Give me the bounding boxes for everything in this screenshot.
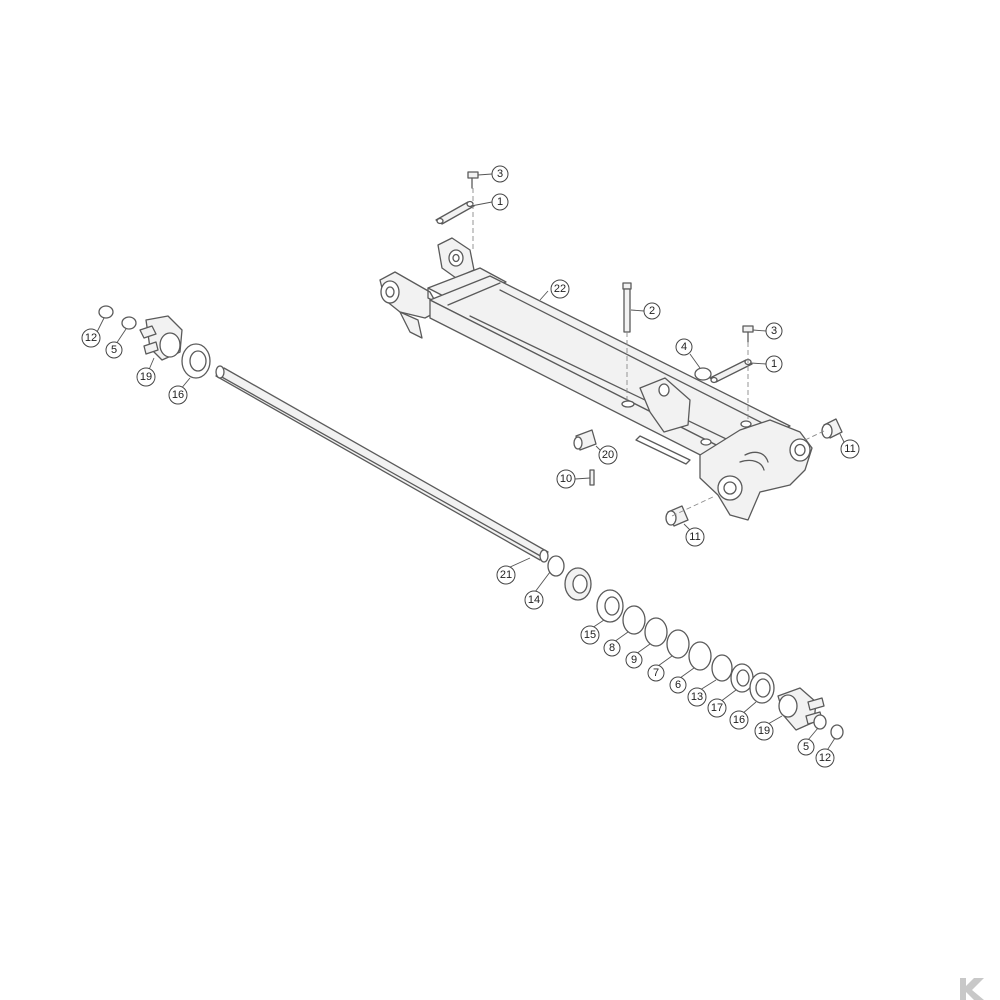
callout-22: 22: [550, 279, 570, 299]
callout-3: 3: [491, 165, 509, 183]
callout-5: 5: [105, 341, 123, 359]
clip-part: [573, 429, 597, 451]
callout-label: 3: [497, 168, 503, 180]
callout-label: 13: [691, 691, 703, 703]
callout-7: 7: [647, 664, 665, 682]
shim-ring-part: [644, 617, 668, 647]
bearing-part: [596, 589, 624, 623]
ring-part: [121, 316, 137, 330]
callout-19: 19: [136, 367, 156, 387]
bushing-part: [665, 505, 689, 527]
bearing-part: [749, 672, 775, 704]
callout-label: 1: [771, 358, 777, 370]
callout-17: 17: [707, 698, 727, 718]
washer-part: [694, 367, 712, 381]
callout-label: 14: [528, 594, 540, 606]
small-pin-part: [589, 469, 595, 486]
callout-label: 10: [560, 473, 572, 485]
assembly-lines: [472, 188, 825, 517]
callout-label: 2: [649, 305, 655, 317]
yoke-hub-part: [139, 315, 183, 361]
callout-12: 12: [815, 748, 835, 768]
callout-label: 21: [500, 569, 512, 581]
callout-label: 22: [554, 283, 566, 295]
shim-ring-part: [688, 641, 712, 671]
callout-label: 5: [803, 741, 809, 753]
bushing-part: [821, 418, 843, 439]
callout-label: 19: [140, 371, 152, 383]
callout-label: 16: [172, 389, 184, 401]
callout-2: 2: [643, 302, 661, 320]
long-pin-part: [622, 282, 632, 333]
callout-13: 13: [687, 687, 707, 707]
shim-ring-part: [622, 605, 646, 635]
callout-1: 1: [765, 355, 783, 373]
collar-part: [547, 555, 565, 577]
callout-4: 4: [675, 338, 693, 356]
brand-logo: [960, 978, 984, 1000]
callout-1: 1: [491, 193, 509, 211]
callout-label: 3: [771, 325, 777, 337]
main-beam-part: [379, 237, 813, 521]
long-shaft-part: [215, 365, 549, 563]
callout-label: 20: [602, 449, 614, 461]
gear-part: [564, 567, 592, 601]
callout-20: 20: [598, 445, 618, 465]
callout-11: 11: [685, 527, 705, 547]
snap-ring-part: [711, 654, 733, 682]
circlip-part: [98, 305, 114, 319]
callout-label: 12: [819, 752, 831, 764]
seal-part: [730, 663, 754, 693]
callout-15: 15: [580, 625, 600, 645]
callout-3: 3: [765, 322, 783, 340]
callout-label: 16: [733, 714, 745, 726]
callout-label: 12: [85, 332, 97, 344]
callout-8: 8: [603, 639, 621, 657]
callout-21: 21: [496, 565, 516, 585]
callout-14: 14: [524, 590, 544, 610]
callout-16: 16: [168, 385, 188, 405]
bearing-part: [181, 343, 211, 379]
callout-16: 16: [729, 710, 749, 730]
callout-label: 11: [689, 531, 700, 543]
callout-label: 17: [711, 702, 723, 714]
circlip-part: [830, 724, 844, 740]
shim-ring-part: [666, 629, 690, 659]
callout-label: 4: [681, 341, 687, 353]
callout-5: 5: [797, 738, 815, 756]
callout-label: 1: [497, 196, 503, 208]
callout-label: 6: [675, 679, 681, 691]
callout-label: 15: [584, 629, 596, 641]
callout-9: 9: [625, 651, 643, 669]
callout-10: 10: [556, 469, 576, 489]
callout-label: 5: [111, 344, 117, 356]
strap-plate-part: [709, 358, 753, 384]
callout-6: 6: [669, 676, 687, 694]
callout-label: 9: [631, 654, 637, 666]
callout-11: 11: [840, 439, 860, 459]
yoke-hub-part: [777, 687, 825, 731]
bolt-part: [467, 171, 479, 189]
ring-part: [813, 714, 827, 730]
bolt-part: [742, 325, 754, 343]
callout-label: 7: [653, 667, 659, 679]
callout-12: 12: [81, 328, 101, 348]
callout-19: 19: [754, 721, 774, 741]
callout-label: 8: [609, 642, 615, 654]
callout-label: 19: [758, 725, 770, 737]
callout-label: 11: [844, 443, 855, 455]
strap-plate-part: [435, 200, 475, 225]
